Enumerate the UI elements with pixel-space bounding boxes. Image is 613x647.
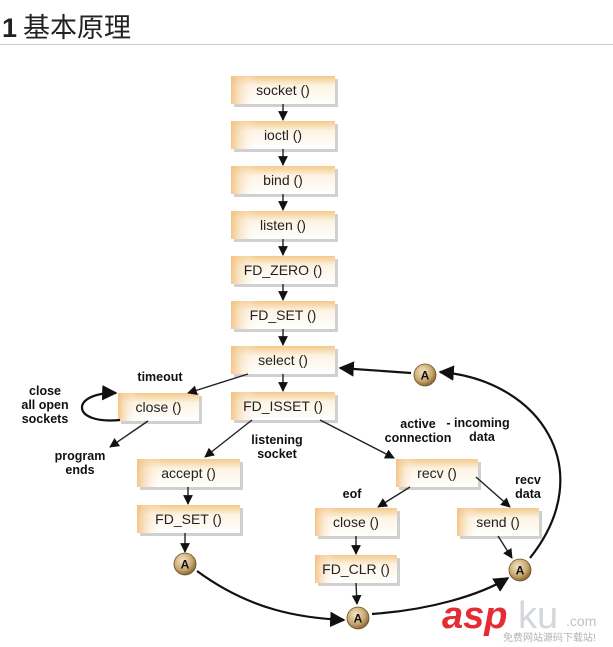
label-incoming-data-1: - incoming [446,416,509,430]
box-fd-set-left: FD_SET () [137,505,243,536]
box-listen: listen () [231,211,338,242]
connector-label: A [354,612,363,626]
box-fd-set: FD_SET () [231,301,338,332]
label-eof: eof [343,487,363,501]
heading-text: 基本原理 [23,13,132,44]
box-label: close () [136,399,182,415]
box-ioctl: ioctl () [231,121,338,152]
connector-a: A [413,363,437,387]
box-accept: accept () [137,459,243,490]
watermark-domain: .com [566,613,596,629]
box-label: FD_CLR () [322,561,390,577]
box-send: send () [457,508,542,539]
label-recv-data-1: recv [515,473,541,487]
watermark-tagline: 免费网站源码下载站! [503,631,596,644]
box-label: socket () [256,82,310,98]
box-label: ioctl () [264,127,302,143]
box-close-mid: close () [315,508,400,539]
label-close-all-1: close [29,384,61,398]
box-bind: bind () [231,166,338,197]
box-socket: socket () [231,76,338,107]
label-close-all-2: all open [21,398,68,412]
box-fd-zero: FD_ZERO () [231,256,338,287]
label-active-connection-2: connection [385,431,452,445]
label-listening-socket-2: socket [257,447,297,461]
connector-a: A [508,558,532,582]
box-label: recv () [417,465,457,481]
box-select: select () [231,346,338,377]
box-label: FD_SET () [250,307,317,323]
label-close-all-3: sockets [22,412,69,426]
box-label: accept () [161,465,215,481]
heading-number: 1 [2,13,18,43]
box-recv: recv () [396,459,481,490]
label-program-ends-2: ends [65,463,94,477]
flow-arrows [80,104,562,628]
label-timeout: timeout [137,370,183,384]
box-label: FD_ISSET () [243,398,323,414]
box-label: close () [333,514,379,530]
connector-label: A [516,564,525,578]
label-recv-data-2: data [515,487,542,501]
box-close-left: close () [118,393,202,424]
watermark: asp ku .com 免费网站源码下载站! [442,595,596,644]
label-incoming-data-2: data [469,430,496,444]
connector-label: A [421,369,430,383]
label-active-connection-1: active [400,417,435,431]
label-program-ends-1: program [55,449,106,463]
flow-labels: timeout close all open sockets program e… [21,370,542,501]
box-label: FD_ZERO () [244,262,323,278]
box-label: listen () [260,217,306,233]
box-label: send () [476,514,520,530]
connector-a: A [346,606,370,630]
box-label: FD_SET () [155,511,222,527]
label-listening-socket-1: listening [251,433,302,447]
box-label: bind () [263,172,303,188]
watermark-brand-a: asp [442,595,507,637]
watermark-brand-b: ku [518,595,558,637]
box-fd-clr: FD_CLR () [315,555,400,586]
connector-a: A [173,552,197,576]
box-label: select () [258,352,308,368]
heading-divider [0,44,613,45]
connector-label: A [181,558,190,572]
box-fd-isset: FD_ISSET () [231,392,338,423]
